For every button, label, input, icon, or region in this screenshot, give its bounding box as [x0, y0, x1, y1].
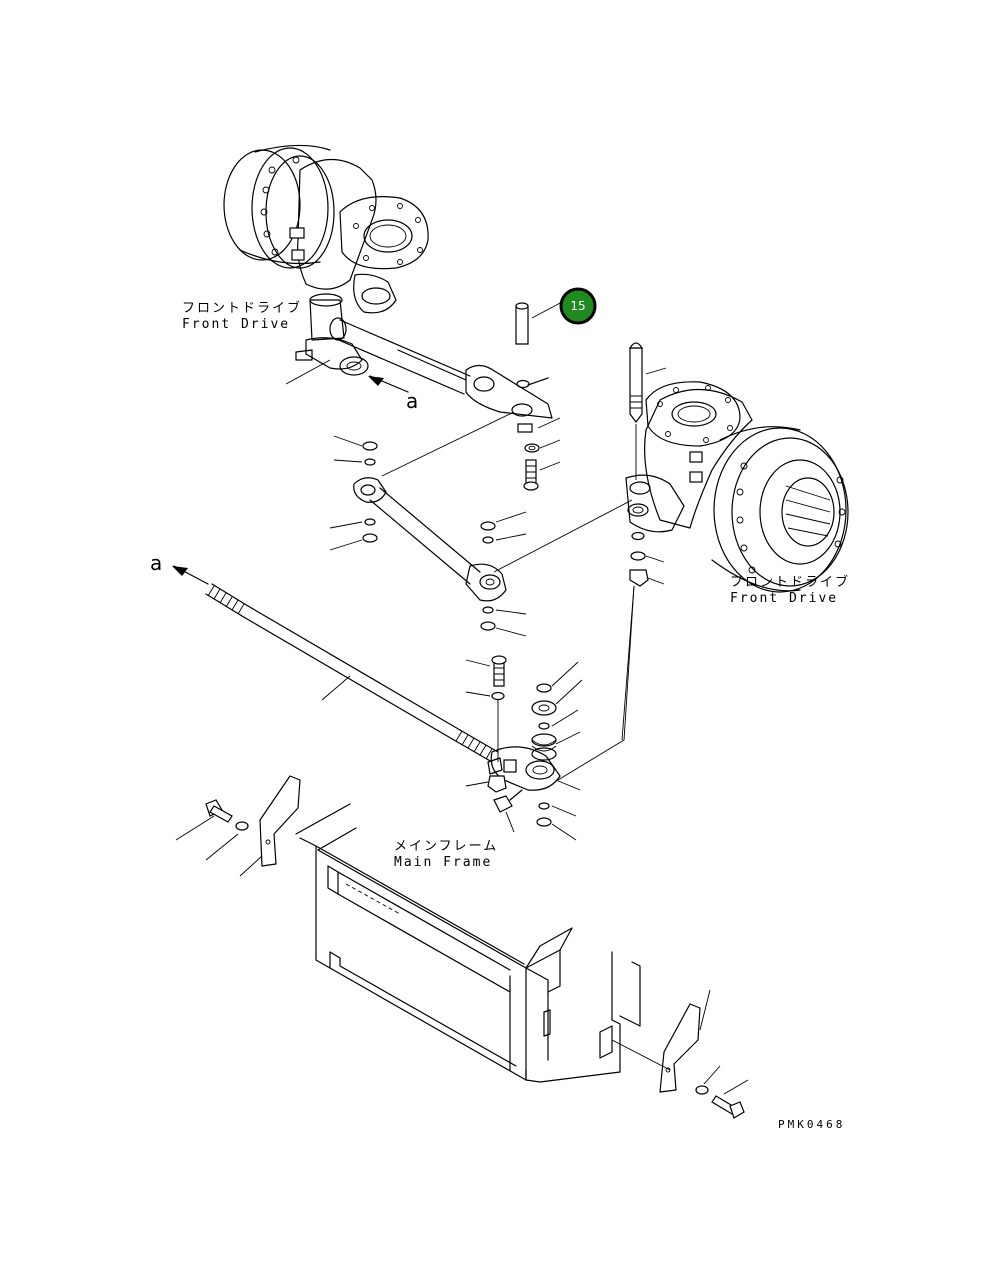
left-mount-bracket [175, 775, 301, 877]
king-pin-bolt-right [628, 342, 667, 480]
front-drive-label-top-en: Front Drive [182, 317, 290, 332]
drawing-code: PMK0468 [778, 1118, 845, 1131]
middle-washer-stack [480, 511, 527, 637]
front-drive-top-left [223, 144, 429, 376]
right-mount-bracket [659, 989, 749, 1119]
callout-15-circle[interactable] [559, 287, 597, 325]
callout-15-number[interactable]: 15 [570, 299, 585, 313]
steering-link-bottom [465, 655, 561, 833]
bottom-washer-stack [531, 661, 583, 841]
front-drive-right [625, 381, 849, 593]
main-frame-label-en: Main Frame [394, 855, 492, 870]
pin-part-15 [515, 301, 563, 389]
upper-rod-end-hardware [517, 417, 561, 491]
main-frame [295, 803, 671, 1083]
main-frame-label-jp: メインフレーム [394, 839, 498, 854]
direction-arrow-a-left: a [150, 551, 209, 585]
front-drive-label-right-jp: フロントドライブ [730, 574, 850, 590]
front-drive-label-top-jp: フロントドライブ [182, 300, 302, 316]
front-drive-label-right-en: Front Drive [730, 591, 838, 606]
arrow-a-label-left: a [150, 551, 162, 575]
callout-15[interactable]: 15 [559, 287, 597, 325]
tie-rod [205, 583, 499, 763]
left-washer-stack [329, 435, 378, 551]
steering-cylinder-middle [353, 411, 515, 602]
arrow-a-label-top: a [406, 389, 418, 413]
steering-cylinder-left [329, 317, 553, 419]
right-knuckle-hardware [493, 499, 665, 781]
direction-arrow-a-top: a [368, 375, 418, 413]
